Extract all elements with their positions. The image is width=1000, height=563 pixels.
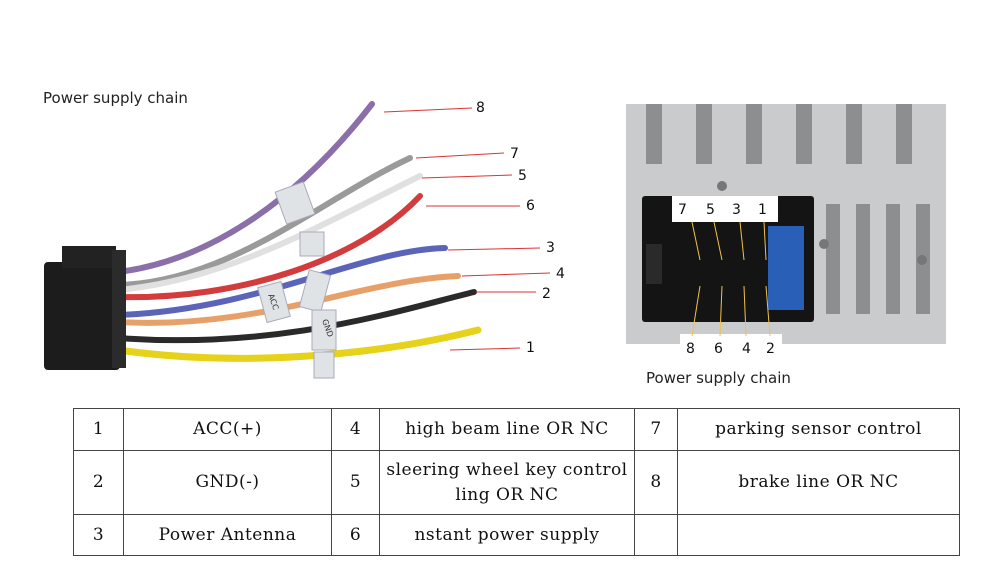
pin-number-bottom: 2: [766, 341, 775, 357]
pin-number-bottom: 8: [686, 341, 695, 357]
callout-4: 4: [556, 266, 565, 282]
table-row: 2 GND(-) 5 sleering wheel key control li…: [73, 450, 960, 515]
wire-purple: [115, 101, 375, 275]
callout-line-4: [461, 272, 551, 277]
pin-line: [691, 221, 701, 261]
pin-function-cell: GND(-): [123, 450, 332, 515]
wire-gray: [115, 155, 413, 288]
callout-line-5: [421, 174, 513, 179]
table-row: 3 Power Antenna 6 nstant power supply: [73, 514, 960, 556]
screw-hole: [819, 239, 829, 249]
callout-3: 3: [546, 240, 555, 256]
vent-slot: [886, 204, 900, 314]
callout-1: 1: [526, 340, 535, 356]
harness-connector-latch: [62, 246, 116, 268]
pin-function-cell: Power Antenna: [123, 514, 332, 556]
pin-number-cell: 4: [331, 408, 380, 451]
pin-number-cell: [634, 514, 678, 556]
wire-harness-illustration: ACC GND 8 7 5 6 3 4 2 1: [44, 100, 565, 379]
harness-connector-lip: [112, 250, 126, 368]
pin-function-table: 1 ACC(+) 4 high beam line OR NC 7 parkin…: [73, 408, 960, 556]
wire-black: [115, 289, 477, 344]
vent-slot: [896, 104, 912, 164]
wire-blue: [115, 245, 448, 318]
pin-function-cell: high beam line OR NC: [379, 408, 635, 451]
callout-line-8: [383, 107, 473, 113]
pin-line: [691, 285, 701, 337]
pin-line: [719, 285, 723, 337]
wire-tag: [299, 231, 325, 257]
pin-number-bottom: 6: [714, 341, 723, 357]
pin-number-cell: 3: [73, 514, 124, 556]
callout-line-3: [447, 247, 541, 251]
connector-caption: Power supply chain: [646, 369, 791, 387]
vent-slot: [796, 104, 812, 164]
socket-fuse-tab: [768, 226, 804, 310]
vent-slot: [746, 104, 762, 164]
pin-number-cell: 2: [73, 450, 124, 515]
vent-slot: [646, 104, 662, 164]
pin-number-top: 1: [758, 202, 767, 218]
pin-number-cell: 6: [331, 514, 380, 556]
pin-function-cell: sleering wheel key control ling OR NC: [379, 450, 635, 515]
connector-socket-illustration: 7 5 3 1 8 6 4 2: [626, 104, 946, 360]
pin-label-bottom-bg: [680, 334, 782, 360]
pin-number-cell: 8: [634, 450, 678, 515]
wire-tag: [257, 280, 291, 324]
callout-line-7: [415, 152, 505, 159]
callout-line-1: [449, 347, 521, 351]
pin-function-cell: brake line OR NC: [677, 450, 960, 515]
pin-number-bottom: 4: [742, 341, 751, 357]
vent-slot: [696, 104, 712, 164]
harness-connector-block: [44, 262, 120, 370]
vent-slot: [846, 104, 862, 164]
pin-line: [739, 221, 745, 261]
pin-number-cell: 1: [73, 408, 124, 451]
wire-tag: [274, 181, 316, 225]
harness-caption: Power supply chain: [43, 89, 188, 107]
pin-function-cell: nstant power supply: [379, 514, 635, 556]
pin-line: [743, 285, 747, 337]
pin-function-cell: [677, 514, 960, 556]
pin-number-cell: 5: [331, 450, 380, 515]
callout-5: 5: [518, 168, 527, 184]
pin-line: [763, 221, 767, 261]
pin-number-top: 7: [678, 202, 687, 218]
callout-8: 8: [476, 100, 485, 116]
callout-7: 7: [510, 146, 519, 162]
callout-6: 6: [526, 198, 535, 214]
callout-2: 2: [542, 286, 551, 302]
pin-number-cell: 7: [634, 408, 678, 451]
wire-white: [115, 173, 423, 293]
wire-tag: [313, 351, 335, 379]
screw-hole: [917, 255, 927, 265]
screw-hole: [717, 181, 727, 191]
pin-label-top-bg: [672, 196, 778, 222]
wire-red: [115, 193, 423, 301]
vent-slot: [856, 204, 870, 314]
socket-latch: [646, 244, 662, 284]
table-row: 1 ACC(+) 4 high beam line OR NC 7 parkin…: [73, 408, 960, 451]
wire-tag: [311, 309, 337, 351]
pin-line: [765, 285, 771, 337]
pin-number-top: 5: [706, 202, 715, 218]
pin-line: [713, 221, 723, 261]
pin-function-cell: parking sensor control: [677, 408, 960, 451]
pin-number-top: 3: [732, 202, 741, 218]
pin-function-cell: ACC(+): [123, 408, 332, 451]
wire-tag: [298, 269, 332, 313]
vent-slot: [826, 204, 840, 314]
